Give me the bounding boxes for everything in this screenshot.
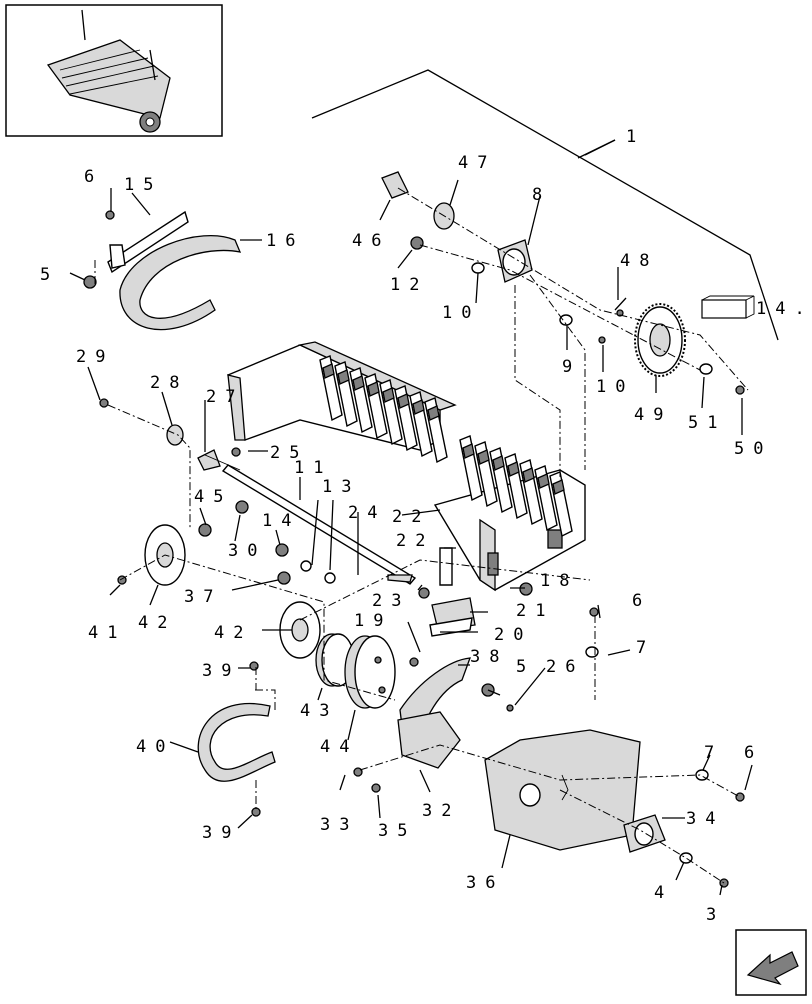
rotor-finger-tip	[507, 461, 520, 477]
idler-sprocket-center[interactable]	[279, 601, 321, 659]
callout-39-lower: 39	[202, 823, 240, 843]
assembly-alignment-lines	[94, 187, 749, 884]
callout-8: 8	[532, 185, 551, 205]
callout-47: 47	[458, 153, 496, 173]
side-cover[interactable]	[484, 729, 641, 851]
rotor-finger-tip	[522, 467, 535, 483]
callout-20: 20	[494, 625, 532, 645]
callout-25: 25	[270, 443, 308, 463]
callout-16: 16	[266, 231, 304, 251]
callout-50: 50	[734, 439, 772, 459]
callout-12: 12	[390, 275, 428, 295]
callout-6-mid: 6	[632, 591, 651, 611]
callout-7-lower: 7	[704, 743, 723, 763]
rotor-finger-tip	[367, 381, 380, 397]
callout-22-upper: 22	[392, 507, 430, 527]
callout-29: 29	[76, 347, 114, 367]
callout-11: 11	[294, 458, 332, 478]
rotor-finger-tip	[412, 399, 425, 415]
callout-labels: 1 3 4 5 5 6 6 6 7 7 8 9 10 10 11 12 13 1…	[40, 127, 772, 925]
rotor-finger-tip	[352, 375, 365, 391]
callout-9: 9	[562, 357, 581, 377]
rotor-finger-tip	[462, 443, 475, 459]
callout-43: 43	[300, 701, 338, 721]
reference-box[interactable]: 14.10	[701, 295, 812, 319]
callout-13: 13	[322, 477, 360, 497]
callout-40: 40	[136, 737, 174, 757]
callout-39-upper: 39	[202, 661, 240, 681]
callout-18: 18	[540, 571, 578, 591]
callout-34: 34	[686, 809, 724, 829]
rotor-finger-tip	[552, 479, 565, 495]
callout-leaders	[69, 139, 753, 896]
callout-46: 46	[352, 231, 390, 251]
callout-22-lower: 22	[396, 531, 434, 551]
callout-26: 26	[546, 657, 584, 677]
rotor-finger-tip	[382, 387, 395, 403]
callout-4: 4	[654, 883, 673, 903]
callout-27: 27	[206, 387, 244, 407]
callout-37: 37	[184, 587, 222, 607]
callout-7-mid: 7	[636, 638, 655, 658]
drive-sprocket[interactable]	[634, 303, 686, 377]
callout-23: 23	[372, 591, 410, 611]
bearing-housing[interactable]	[623, 814, 666, 853]
thumbnail-inset[interactable]	[5, 4, 223, 137]
callout-28: 28	[150, 373, 188, 393]
callout-41: 41	[88, 623, 126, 643]
callout-15: 15	[124, 175, 162, 195]
callout-42-left: 42	[138, 613, 176, 633]
callout-30: 30	[228, 541, 266, 561]
rotor-finger-tip	[322, 363, 335, 379]
callout-6-upper: 6	[84, 167, 103, 187]
drive-shaft[interactable]	[221, 464, 417, 585]
callout-44: 44	[320, 737, 358, 757]
callout-1: 1	[626, 127, 645, 147]
rotor-finger-tip	[492, 455, 505, 471]
bearing-flange[interactable]	[497, 239, 533, 283]
callout-14: 14	[262, 511, 300, 531]
callout-5-upper: 5	[40, 265, 59, 285]
callout-19: 19	[354, 611, 392, 631]
callout-51: 51	[688, 413, 726, 433]
pulley-large[interactable]	[344, 635, 396, 709]
callout-42-center: 42	[214, 623, 252, 643]
callout-48: 48	[620, 251, 658, 271]
callout-21: 21	[516, 601, 554, 621]
fastener-set	[83, 210, 745, 888]
rotor-finger-tip	[397, 393, 410, 409]
callout-33: 33	[320, 815, 358, 835]
rotor-finger-tip	[537, 473, 550, 489]
return-arrow-icon[interactable]	[735, 929, 807, 996]
callout-49: 49	[634, 405, 672, 425]
belt-guard-upper[interactable]	[107, 210, 242, 331]
reference-box-label: 14.10	[756, 299, 812, 319]
callout-35: 35	[378, 821, 416, 841]
callout-5-lower: 5	[516, 657, 535, 677]
callout-3: 3	[706, 905, 725, 925]
belt-guard-lower[interactable]	[397, 657, 471, 769]
drive-belt[interactable]	[197, 702, 276, 782]
rotor-finger-tip	[337, 369, 350, 385]
callout-45: 45	[194, 487, 232, 507]
rotor-finger-tip	[477, 449, 490, 465]
callout-10-left: 10	[442, 303, 480, 323]
mounting-plate[interactable]	[381, 171, 409, 199]
callout-10-center: 10	[596, 377, 634, 397]
callout-38: 38	[470, 647, 508, 667]
callout-36: 36	[466, 873, 504, 893]
callout-6-lower: 6	[744, 743, 763, 763]
callout-32: 32	[422, 801, 460, 821]
rotor-fingers	[319, 355, 573, 538]
callout-24: 24	[348, 503, 386, 523]
rotor-finger-tip	[427, 405, 440, 421]
